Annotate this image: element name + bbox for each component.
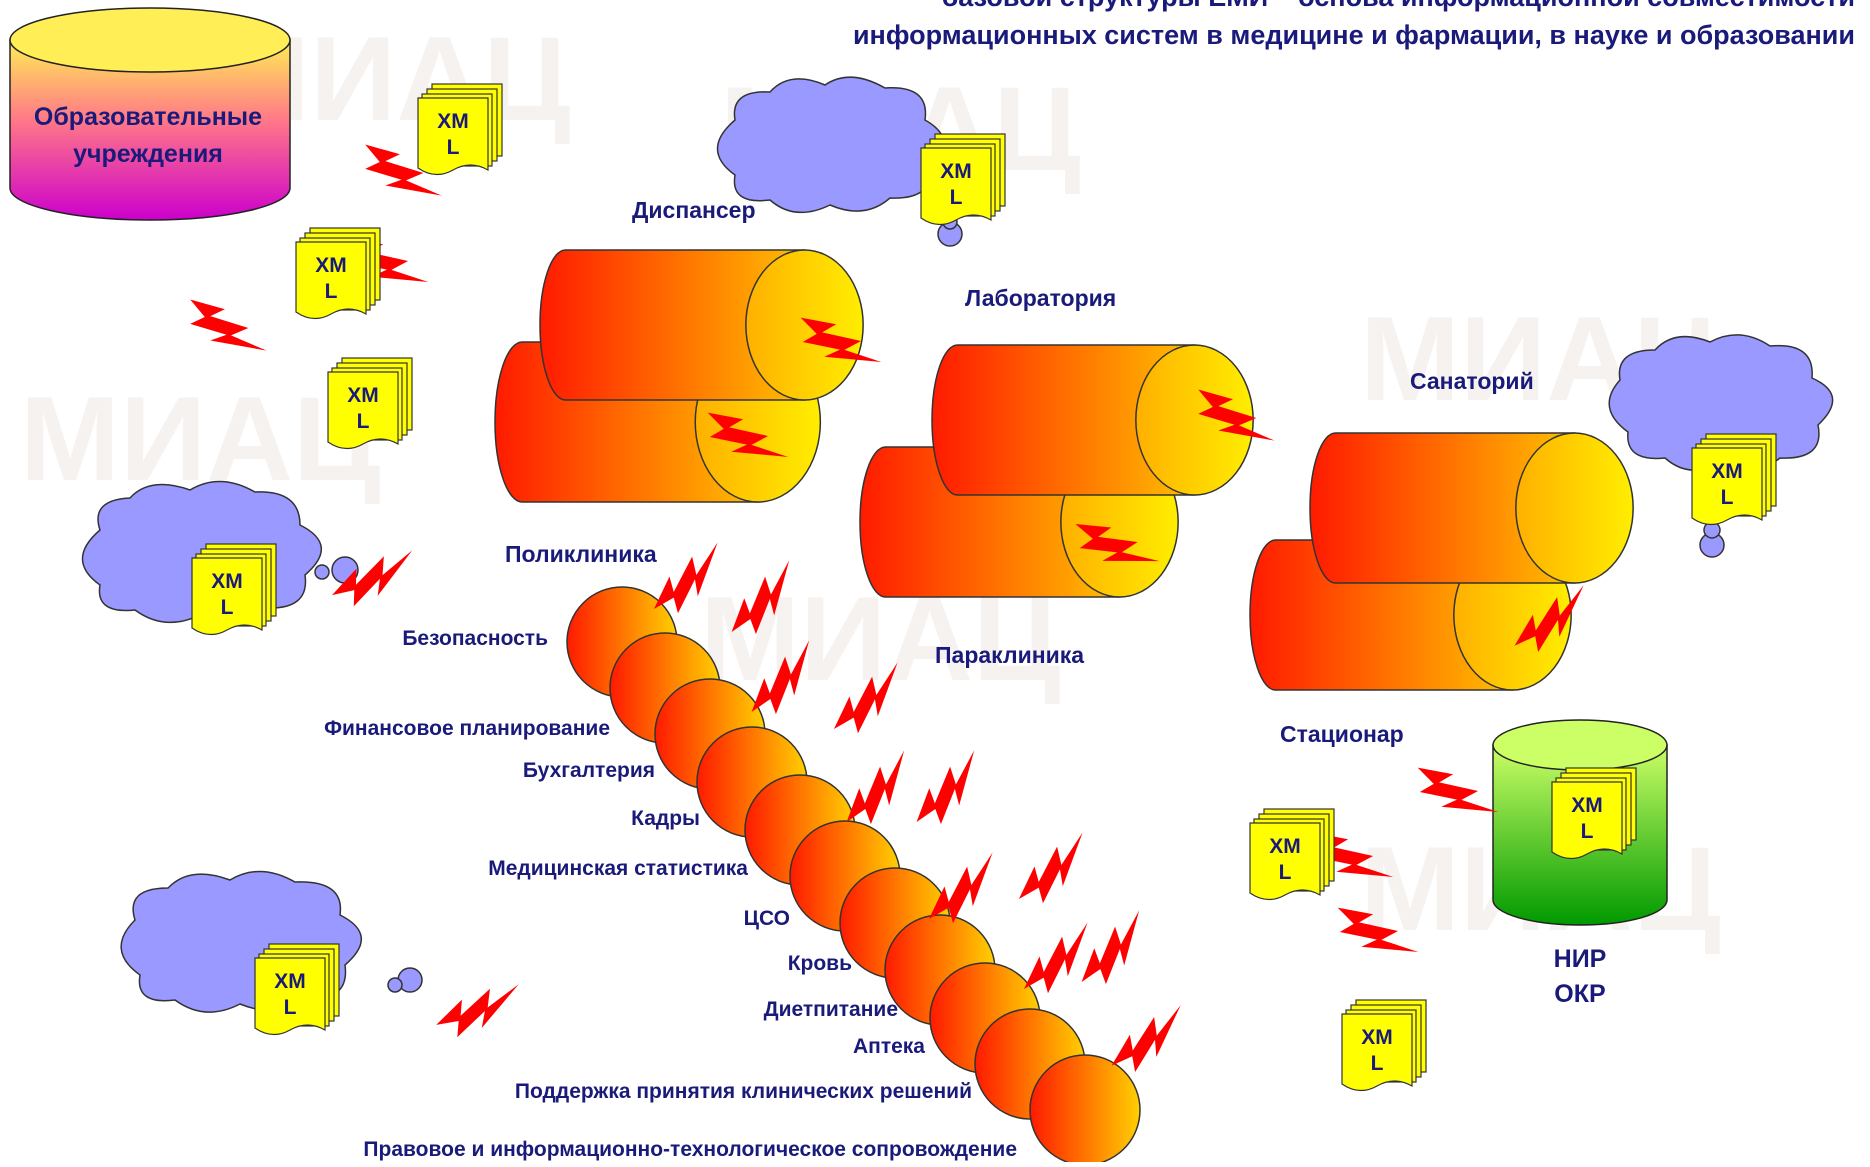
label-dispanser: Диспансер [632,197,756,223]
xml-label: XM [347,384,379,407]
lightning-bolt-icon [1010,825,1099,914]
cylinder-laboratoriya [932,345,1253,495]
xml-label: XM [1361,1026,1393,1049]
title-line-2: информационных систем в медицине и фарма… [853,20,1855,50]
nir-okr-database: НИР ОКР [1493,720,1667,1008]
xml-label: L [1721,486,1734,509]
module-label: Безопасность [402,627,548,650]
lightning-bolt-icon [1072,904,1157,996]
xml-label: L [357,410,370,433]
xml-document-icon: XM L [921,134,1005,225]
xml-document-icon: XM L [296,228,380,319]
nir-label-1: НИР [1554,945,1607,973]
xml-label: L [1581,820,1594,843]
xml-label: XM [315,254,347,277]
xml-label: L [325,280,338,303]
xml-label: L [1279,861,1292,884]
module-label: Медицинская статистика [488,857,748,880]
module-label: Бухгалтерия [523,759,655,782]
xml-document-icon: XM L [418,84,502,175]
nir-label-2: ОКР [1554,980,1605,1008]
education-label-2: учреждения [73,140,223,168]
module-label: Кадры [631,807,700,830]
title-line-1: базовой структуры ЕМИ – основа информаци… [942,0,1855,12]
education-database: Образовательные учреждения [10,8,290,220]
xml-document-icon: XM L [1342,1000,1426,1091]
xml-label: XM [1711,460,1743,483]
xml-label: L [950,186,963,209]
xml-label: XM [1269,835,1301,858]
xml-label: XM [274,970,306,993]
label-laboratoriya: Лаборатория [965,285,1116,311]
xml-label: L [447,136,460,159]
xml-document-icon: XM L [1250,809,1334,900]
module-ball [1030,1055,1140,1162]
label-paraklinika: Параклиника [935,642,1084,668]
xml-document-icon: XM L [1552,768,1636,859]
xml-label: L [221,596,234,619]
xml-document-icon: XM L [192,544,276,635]
xml-label: L [284,996,297,1019]
xml-label: XM [940,160,972,183]
module-label: ЦСО [744,907,790,930]
lightning-bolt-icon [431,975,529,1045]
lightning-bolt-icon [178,290,273,371]
xml-document-icon: XM L [328,358,412,449]
xml-label: XM [1571,794,1603,817]
label-sanatoriy: Санаторий [1410,368,1534,394]
module-label: Кровь [788,952,852,975]
lightning-bolt-icon [907,744,992,836]
module-label: Поддержка принятия клинических решений [515,1080,972,1103]
module-label: Правовое и информационно-технологическое… [363,1138,1017,1161]
module-label: Финансовое планирование [324,717,610,740]
module-label: Диетпитание [764,998,898,1021]
cylinder-sanatoriy [1310,433,1633,583]
xml-document-icon: XM L [255,944,339,1035]
xml-document-icon: XM L [1692,434,1776,525]
label-stacionar: Стационар [1280,721,1404,747]
label-poliklinika: Поликлиника [505,541,657,567]
xml-label: L [1371,1052,1384,1075]
xml-label: XM [211,570,243,593]
xml-label: XM [437,110,469,133]
education-label-1: Образовательные [34,103,262,131]
module-label: Аптека [853,1035,925,1058]
